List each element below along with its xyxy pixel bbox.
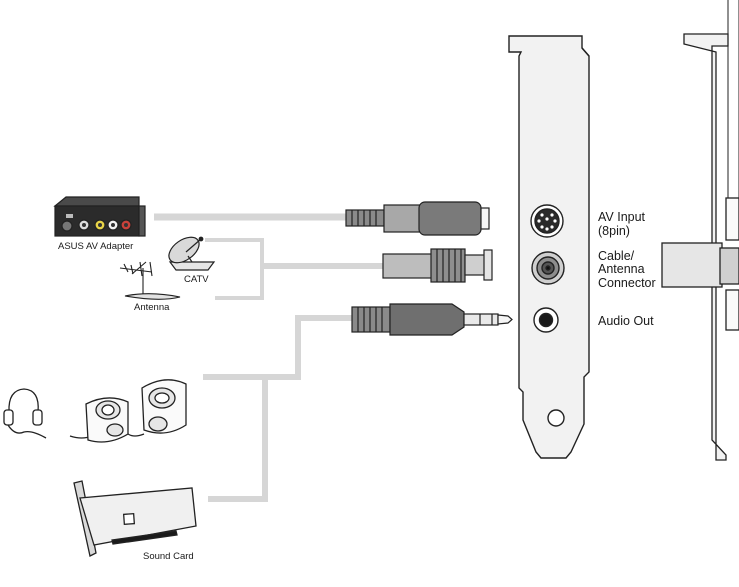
av-input-port [530,204,564,238]
side-connector-housing [661,242,723,288]
cables [154,213,384,502]
audio-cable [203,315,352,380]
bracket-screw-hole [547,409,565,427]
catv-dish-icon [168,236,216,271]
label-cable: Cable/ [598,249,635,263]
sound-card-icon [73,480,197,557]
headphones-icon [3,388,47,439]
audio-out-port [533,307,559,333]
soundcard-cable [208,377,268,502]
label-audio-out: Audio Out [598,314,654,328]
secondary-bracket [661,0,739,461]
label-sound-card: Sound Card [143,551,194,562]
label-antenna-connector-1: Antenna [598,262,645,276]
label-av-input: AV Input [598,210,646,224]
svideo-plug [345,201,490,236]
speakers-icon [69,379,187,443]
label-av-input-pins: (8pin) [598,224,630,238]
coax-plug [382,248,493,283]
antenna-port [531,251,565,285]
antenna-icon [119,261,181,300]
label-antenna-connector-2: Connector [598,276,656,290]
audio-plug [351,303,513,336]
label-catv: CATV [184,274,209,285]
catv-cable [205,238,264,300]
av-adapter [53,196,146,237]
label-av-adapter: ASUS AV Adapter [58,241,133,252]
label-antenna: Antenna [134,302,170,313]
labels: ASUS AV Adapter CATV Antenna Sound Card … [58,210,656,562]
tv-card-bracket [508,35,590,459]
